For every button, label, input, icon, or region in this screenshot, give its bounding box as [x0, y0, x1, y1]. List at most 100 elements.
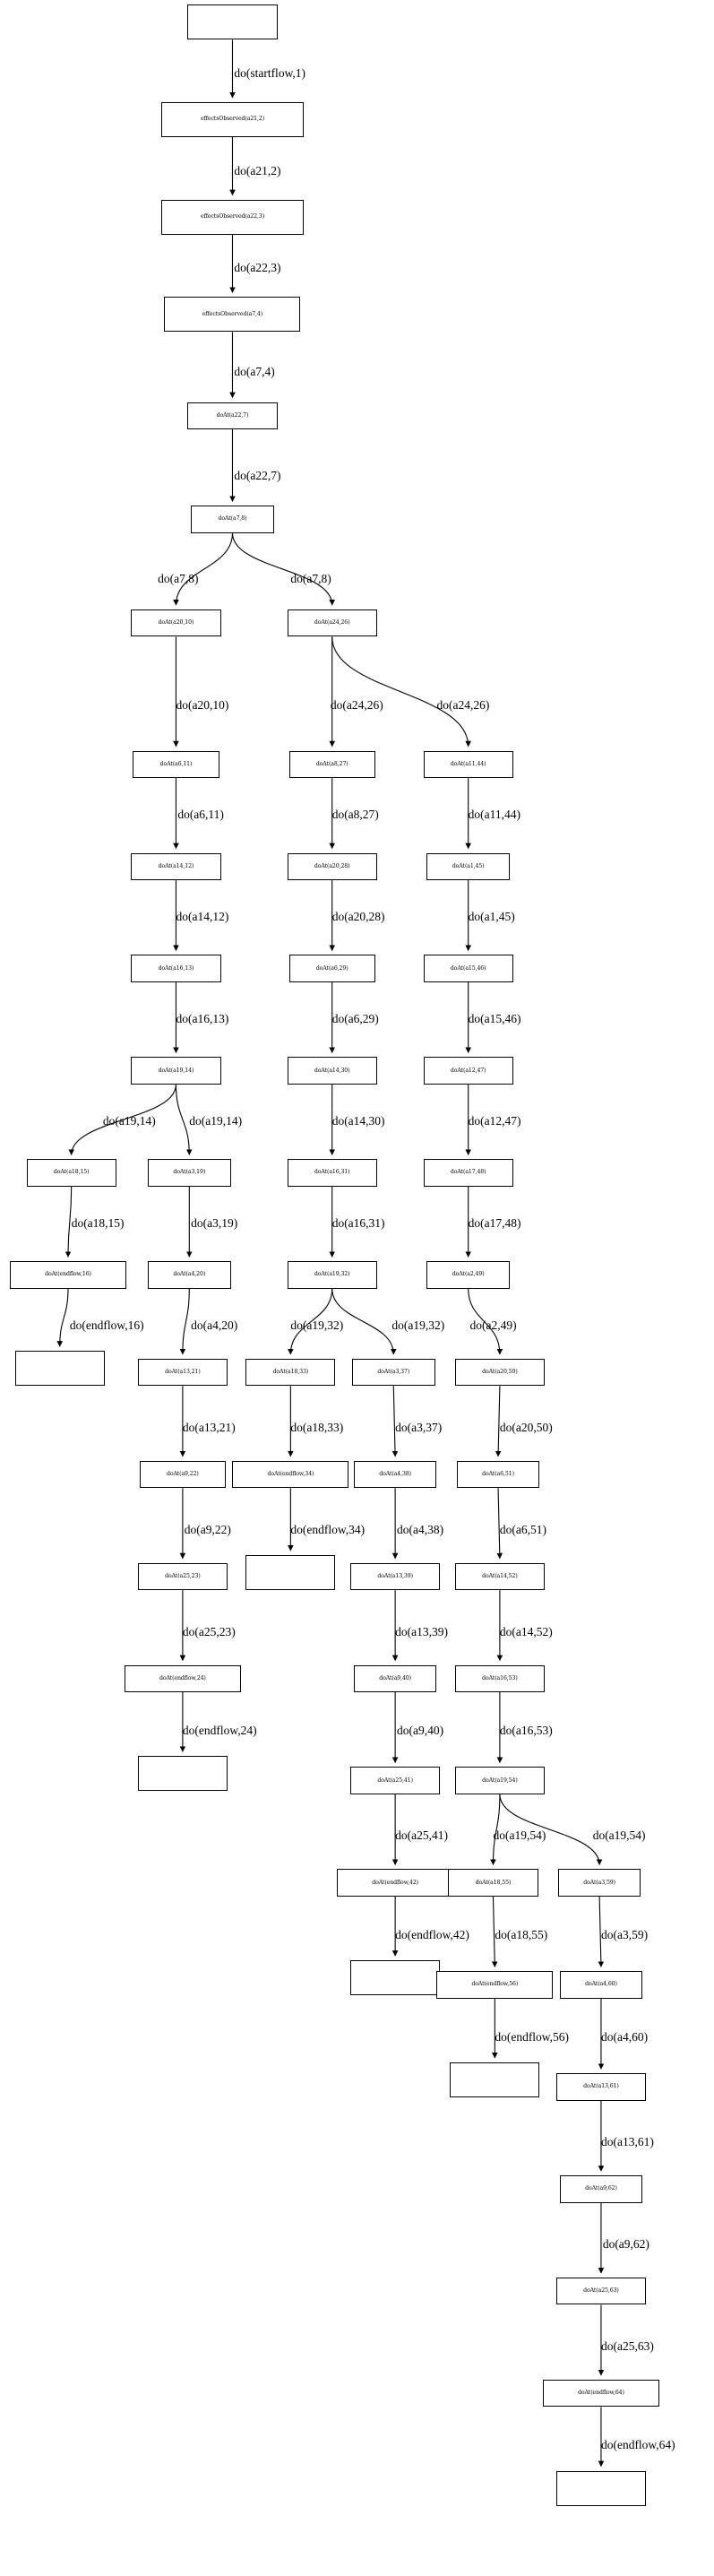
edge-label: do(a16,53): [499, 1723, 553, 1737]
edge-label: do(a20,28): [331, 910, 385, 924]
graph-node[interactable]: doAt(a2,49): [426, 1261, 511, 1289]
graph-node[interactable]: effectsObserved(a21,2): [160, 101, 305, 138]
edge-label: do(a12,47): [468, 1113, 521, 1128]
edge-label: do(endflow,64): [600, 2438, 675, 2452]
edge-label: do(a16,13): [176, 1012, 229, 1026]
graph-node[interactable]: doAt(a3,59): [557, 1869, 641, 1897]
graph-node[interactable]: doAt(endflow,56): [436, 1971, 554, 1999]
edge-label: do(endflow,56): [495, 2029, 570, 2044]
graph-node[interactable]: doAt(a14,52): [454, 1562, 545, 1591]
graph-node[interactable]: doAt(a3,37): [351, 1358, 435, 1387]
edge-label: do(a2,49): [469, 1318, 517, 1332]
graph-node[interactable]: doAt(a8,27): [288, 750, 375, 779]
graph-node[interactable]: doAt(a19,54): [454, 1767, 545, 1794]
graph-node[interactable]: doAt(endflow,34): [232, 1460, 349, 1489]
graph-node-terminal[interactable]: [450, 2062, 540, 2098]
graph-node[interactable]: doAt(a12,47): [423, 1057, 513, 1085]
edge-label: do(a15,46): [468, 1012, 521, 1026]
edge-label: do(a8,27): [331, 808, 379, 822]
edge-label: do(a4,20): [191, 1318, 238, 1332]
graph-node[interactable]: doAt(a13,39): [350, 1562, 441, 1591]
graph-node[interactable]: doAt(a15,46): [423, 955, 513, 982]
edge-label: do(a25,23): [182, 1624, 236, 1638]
edge-label: do(a19,32): [290, 1318, 344, 1332]
graph-node[interactable]: doAt(endflow,24): [125, 1664, 241, 1692]
graph-node[interactable]: doAt(endflow,64): [543, 2379, 659, 2407]
graph-node[interactable]: doAt(a13,21): [137, 1358, 228, 1387]
graph-node[interactable]: doAt(a3,19): [147, 1159, 231, 1187]
graph-edge: [331, 636, 471, 748]
edge-label: do(a18,15): [71, 1215, 125, 1230]
graph-node[interactable]: doAt(a17,48): [423, 1159, 513, 1187]
graph-node-terminal[interactable]: [14, 1351, 105, 1387]
edge-label: do(a3,19): [191, 1215, 238, 1230]
graph-node[interactable]: doAt(a4,20): [147, 1261, 231, 1289]
edge-label: do(a24,26): [330, 697, 383, 712]
graph-node[interactable]: doAt(a20,50): [454, 1358, 545, 1387]
graph-node[interactable]: doAt(a16,53): [454, 1664, 545, 1692]
graph-node[interactable]: doAt(a18,33): [245, 1358, 336, 1387]
graph-node[interactable]: doAt(a4,38): [353, 1460, 437, 1489]
graph-node[interactable]: doAt(a9,40): [353, 1664, 437, 1692]
edge-label: do(a14,52): [499, 1624, 553, 1638]
edge-paths: [56, 39, 605, 2468]
edge-label: do(a25,41): [395, 1828, 448, 1843]
edge-label: do(a11,44): [468, 808, 521, 822]
edge-label: do(endflow,42): [395, 1927, 469, 1941]
edge-label: do(a13,61): [600, 2135, 654, 2149]
graph-node[interactable]: doAt(a11,44): [423, 750, 513, 779]
graph-node[interactable]: doAt(a20,10): [131, 609, 221, 637]
graph-node[interactable]: doAt(a16,13): [131, 955, 221, 982]
edge-label: do(a17,48): [468, 1215, 521, 1230]
graph-node[interactable]: doAt(a16,31): [287, 1159, 377, 1187]
graph-node[interactable]: doAt(a24,26): [287, 609, 377, 637]
edge-label: do(a3,37): [395, 1420, 443, 1434]
edge-label: do(a22,7): [234, 468, 281, 482]
edge-label: do(a21,2): [234, 163, 281, 177]
graph-node-terminal[interactable]: [137, 1756, 228, 1792]
graph-node[interactable]: doAt(a4,60): [559, 1971, 643, 1999]
edge-label: do(a19,54): [592, 1828, 646, 1843]
edge-label: do(endflow,24): [182, 1723, 257, 1737]
graph-node[interactable]: doAt(a22,7): [187, 402, 278, 430]
graph-node[interactable]: doAt(a14,30): [287, 1057, 377, 1085]
edge-label: do(a4,60): [600, 2029, 649, 2044]
graph-node[interactable]: doAt(a19,14): [131, 1057, 221, 1085]
graph-node[interactable]: doAt(a6,51): [456, 1460, 540, 1489]
edge-label: do(a24,26): [436, 697, 490, 712]
graph-node[interactable]: doAt(a7,8): [191, 506, 274, 533]
graph-node[interactable]: doAt(a6,29): [288, 955, 375, 982]
graph-node[interactable]: doAt(endflow,16): [10, 1261, 126, 1289]
graph-node[interactable]: effectsObserved(a22,3): [160, 199, 305, 235]
edge-label: do(a22,3): [234, 261, 281, 275]
graph-node[interactable]: doAt(a19,32): [287, 1261, 377, 1289]
graph-node[interactable]: doAt(a1,45): [426, 852, 511, 880]
graph-node[interactable]: effectsObserved(a7,4): [164, 297, 301, 333]
graph-node[interactable]: doAt(a25,41): [350, 1767, 441, 1794]
graph-node[interactable]: doAt(a25,23): [137, 1562, 228, 1591]
graph-node-terminal[interactable]: [187, 4, 278, 40]
graph-node[interactable]: doAt(a18,15): [26, 1159, 116, 1187]
graph-node[interactable]: doAt(a6,11): [133, 750, 219, 779]
edge-label: do(a19,54): [493, 1828, 546, 1843]
graph-node[interactable]: doAt(a9,62): [559, 2175, 643, 2203]
graph-node[interactable]: doAt(a18,55): [448, 1869, 538, 1897]
graph-node[interactable]: doAt(a13,61): [555, 2073, 646, 2101]
edge-label: do(a14,12): [176, 910, 229, 924]
graph-node[interactable]: doAt(a20,28): [287, 852, 377, 880]
edge-label: do(a9,62): [602, 2236, 649, 2251]
graph-node-terminal[interactable]: [350, 1960, 441, 1996]
graph-node[interactable]: doAt(a14,12): [131, 852, 221, 880]
edge-label: do(a7,8): [290, 572, 331, 586]
graph-edge: [179, 1288, 190, 1355]
edge-label: do(a7,8): [158, 572, 199, 586]
graph-node[interactable]: doAt(a9,22): [139, 1460, 227, 1489]
edge-label: do(a18,55): [495, 1927, 548, 1941]
edge-label: do(a25,63): [600, 2338, 654, 2353]
graph-node-terminal[interactable]: [245, 1554, 336, 1591]
graph-node-terminal[interactable]: [555, 2470, 646, 2506]
graph-node[interactable]: doAt(endflow,42): [337, 1869, 453, 1897]
edge-label: do(endflow,34): [290, 1522, 366, 1536]
graph-node[interactable]: doAt(a25,63): [555, 2278, 646, 2305]
